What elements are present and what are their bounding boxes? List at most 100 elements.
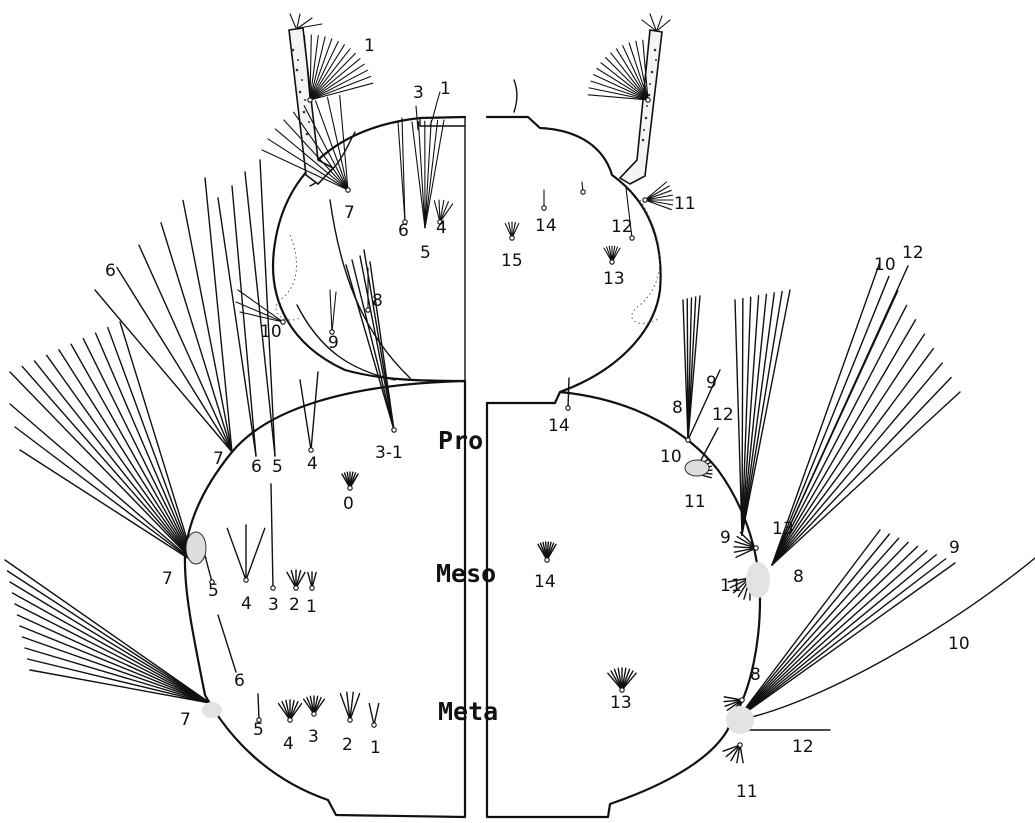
meta-seta-9-branch: [737, 558, 947, 719]
pro-seta-6-7: [94, 289, 233, 453]
meso-seta-8-branch: [771, 333, 926, 566]
head-seta-11-tuft-right: [642, 181, 674, 211]
head-seta-12: [625, 187, 633, 239]
head-seta-7-tuft-left: [261, 94, 351, 193]
seta-base: [629, 235, 635, 241]
meso-seta-12: [771, 265, 909, 566]
seta-label: 13: [603, 269, 625, 289]
seta-base: [544, 557, 550, 563]
meso-seta-7-branch: [119, 321, 195, 563]
meta-seta-7-fan-left: [4, 559, 380, 728]
segment-label-pro: Pro: [438, 426, 483, 455]
meta-seta-4-branch: [289, 702, 303, 721]
seta-base: [243, 577, 249, 583]
seta-base: [280, 319, 286, 325]
antenna-seta-1-tuft: [303, 34, 374, 103]
meso-seta-9-branch: [741, 297, 744, 536]
pro-seta-6: [231, 185, 257, 457]
antenna-tip-hairs-left: [289, 13, 323, 29]
seta-label: 11: [720, 576, 742, 596]
seta-label: 0: [343, 494, 354, 514]
head-seta-11-branch: [644, 181, 667, 201]
seta-label: 10: [948, 634, 970, 654]
meso-seta-14-branch: [546, 543, 557, 561]
meso-seta-7-branch: [82, 337, 195, 563]
head-seta-7-branch: [267, 138, 349, 191]
meso-seta-9-branch: [741, 292, 775, 536]
seta-label: 12: [792, 737, 814, 757]
head-seta-7-branch: [303, 105, 349, 191]
seta-label: 6: [234, 671, 245, 691]
meta-seta-6: [217, 614, 237, 673]
meta-seta-7-branch: [26, 658, 211, 704]
antenna-tuft-branch: [590, 80, 649, 101]
seta-label: 2: [342, 735, 353, 755]
seta-label: 7: [180, 710, 191, 730]
seta-label: 12: [902, 243, 924, 263]
seta-label: 12: [611, 217, 633, 237]
seta-base: [329, 329, 335, 335]
meta-seta-9-branch: [737, 545, 919, 719]
seta-label: 8: [672, 398, 683, 418]
meta-seta-7-branch: [4, 559, 211, 704]
thorax-outline-right: [485, 390, 762, 819]
antenna-tuft-branch: [610, 52, 649, 101]
meso-setae-fan-right: [537, 261, 961, 601]
meso-seta-13-branch: [733, 547, 757, 553]
pro-seta-12: [699, 427, 719, 463]
seta-base: [402, 219, 408, 225]
antenna-seta-1-branch: [309, 48, 351, 101]
seta-label: 4: [241, 594, 252, 614]
seta-label: 15: [501, 251, 523, 271]
head-seta-5: [424, 119, 445, 229]
antenna-right: [618, 29, 663, 185]
head-seta-9: [331, 291, 337, 333]
head-notch-left: [419, 117, 466, 127]
seta-label: 1: [370, 738, 381, 758]
antenna-tuft-branch: [596, 67, 649, 101]
meta-seta-8-branch: [723, 699, 743, 703]
antenna-seta-1-branch: [309, 75, 372, 101]
seta-base: [309, 585, 315, 591]
seta-label: 4: [283, 734, 294, 754]
head-dotted-left: [275, 234, 301, 321]
seta-base: [541, 205, 547, 211]
seta-base: [642, 197, 648, 203]
seta-base: [347, 485, 353, 491]
pro-seta-9: [687, 369, 721, 441]
seta-label: 7: [213, 449, 224, 469]
seta-base: [307, 97, 313, 103]
antenna-seta-1-branch: [309, 38, 333, 101]
seta-label: 1: [306, 597, 317, 617]
head-seta-9: [329, 289, 333, 333]
meta-seta-9-branch: [737, 529, 881, 719]
seta-base: [256, 717, 262, 723]
meta-seta-9-branch: [737, 562, 956, 719]
seta-label: 5: [272, 457, 283, 477]
seta-label: 6: [105, 261, 116, 281]
head-seta-11-branch: [644, 185, 670, 201]
meso-seta-7-branch: [14, 426, 195, 563]
head-seta-4-branch: [433, 200, 441, 223]
antenna-tuft-branch: [642, 39, 649, 101]
meta-seta-9-branch: [737, 537, 900, 719]
pro-seta-4: [310, 371, 319, 451]
pro-seta-8: [687, 295, 701, 441]
meta-seta-7-branch: [11, 592, 211, 704]
meso-seta-8-branch: [771, 391, 961, 566]
meso-seta-5: [203, 551, 213, 583]
meta-seta-9-branch: [737, 541, 909, 719]
meso-seta-7-branch: [58, 349, 195, 563]
seta-base: [270, 585, 276, 591]
seta-label: 12: [712, 405, 734, 425]
seta-label: 10: [660, 447, 682, 467]
antenna-spines-left: [291, 48, 310, 136]
meso-seta-9-branch: [741, 290, 783, 536]
meso-seta-8-branch: [771, 275, 890, 566]
meso-seta-4-branch: [226, 527, 247, 581]
meso-seta-13-branch: [734, 540, 757, 549]
meso-seta-8-branch: [771, 376, 952, 566]
pro-seta-4: [299, 379, 312, 451]
meta-seta-7-branch: [14, 603, 211, 704]
meso-seta-7-branch: [19, 449, 195, 563]
